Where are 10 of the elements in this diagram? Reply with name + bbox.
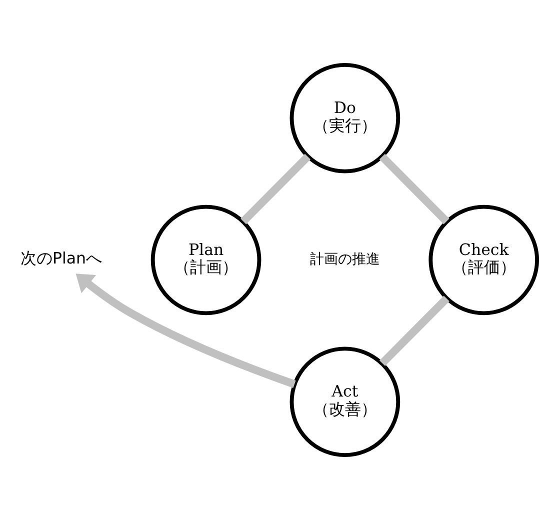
arrow: [76, 273, 296, 388]
node-circle: Do （実行）: [290, 62, 400, 173]
node-text: 次のPlanへ: [20, 248, 102, 268]
node-circle: Plan （計画）: [150, 204, 262, 315]
node-circle: Act （改善）: [290, 346, 400, 457]
connector: [379, 295, 450, 366]
connector: [240, 153, 310, 224]
node-circle: Check （評価）: [428, 204, 539, 315]
label: 計画の推進: [310, 251, 380, 268]
connector: [379, 153, 450, 224]
